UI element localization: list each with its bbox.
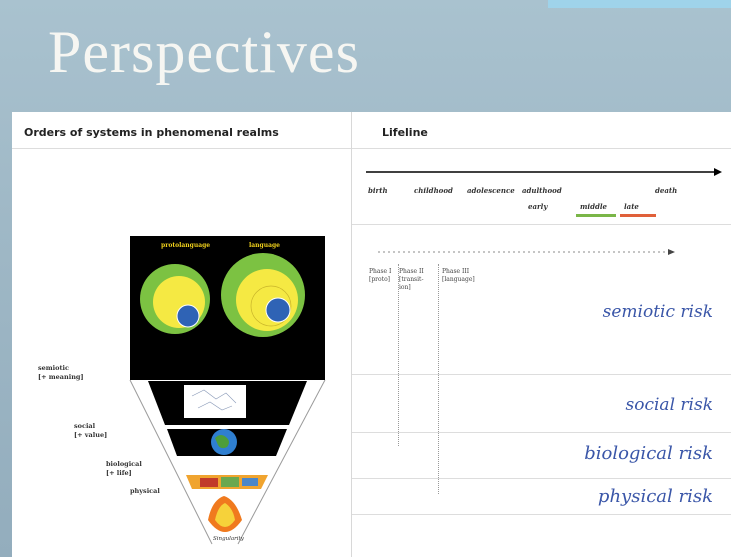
header-divider <box>12 148 731 149</box>
social-network-image <box>184 385 246 418</box>
phase-2-divider <box>438 264 439 494</box>
realm-label-physical: physical <box>130 487 160 495</box>
biological-risk-label: biological risk <box>584 443 713 464</box>
network-lines <box>191 389 237 411</box>
protolanguage-label: protolanguage <box>161 242 210 249</box>
stage-childhood: childhood <box>414 186 453 195</box>
realm-label-semiotic: semiotic [+ meaning] <box>38 364 84 381</box>
lifeline-divider <box>352 224 731 225</box>
phase-1-label: Phase I[proto] <box>369 268 392 283</box>
phase-3-label: Phase III[language] <box>442 268 475 283</box>
stage-death: death <box>655 186 678 195</box>
physical-risk-label: physical risk <box>597 486 713 507</box>
substage-late: late <box>624 202 639 211</box>
risk-divider-2 <box>352 432 731 433</box>
realm-label-biological: biological [+ life] <box>106 460 142 477</box>
middle-bar <box>576 214 616 217</box>
content-panel: Orders of systems in phenomenal realms p… <box>12 112 731 557</box>
slide-title: Perspectives <box>48 19 360 85</box>
funnel-edge-right <box>237 379 326 545</box>
panel-divider <box>351 112 352 557</box>
realm-label-social: social [+ value] <box>74 422 108 439</box>
singularity-fire-core <box>215 503 235 527</box>
physical-block-blue <box>242 478 258 486</box>
physical-block-green <box>221 477 239 487</box>
physical-block-red <box>200 478 218 487</box>
risk-divider-4 <box>352 514 731 515</box>
language-ring <box>250 285 292 327</box>
risk-divider-1 <box>352 374 731 375</box>
corner-accent-tab <box>548 0 731 8</box>
orders-pyramid-diagram: protolanguage language Singularity <box>129 236 326 545</box>
language-mid-circle <box>236 269 298 331</box>
substage-middle: middle <box>580 202 607 211</box>
social-risk-label: social risk <box>625 395 713 415</box>
language-label: language <box>249 242 280 249</box>
risk-divider-3 <box>352 478 731 479</box>
lifeline-arrow <box>366 168 722 176</box>
stage-birth: birth <box>368 186 388 195</box>
late-bar <box>620 214 656 217</box>
phase-2-label: Phase II[transit-ion] <box>399 268 424 291</box>
phase-arrow <box>378 249 675 255</box>
language-inner-circle <box>265 297 291 323</box>
right-panel-heading: Lifeline <box>382 126 428 139</box>
phase-1-divider <box>398 264 399 446</box>
singularity-label: Singularity <box>213 536 245 542</box>
stage-adulthood: adulthood <box>522 186 562 195</box>
funnel-edge-left <box>129 379 213 545</box>
left-panel-heading: Orders of systems in phenomenal realms <box>24 126 279 139</box>
earth-land <box>215 435 229 449</box>
protolanguage-inner-circle <box>176 304 200 328</box>
substage-early: early <box>528 202 548 211</box>
stage-adolescence: adolescence <box>467 186 515 195</box>
semiotic-risk-label: semiotic risk <box>602 302 713 322</box>
